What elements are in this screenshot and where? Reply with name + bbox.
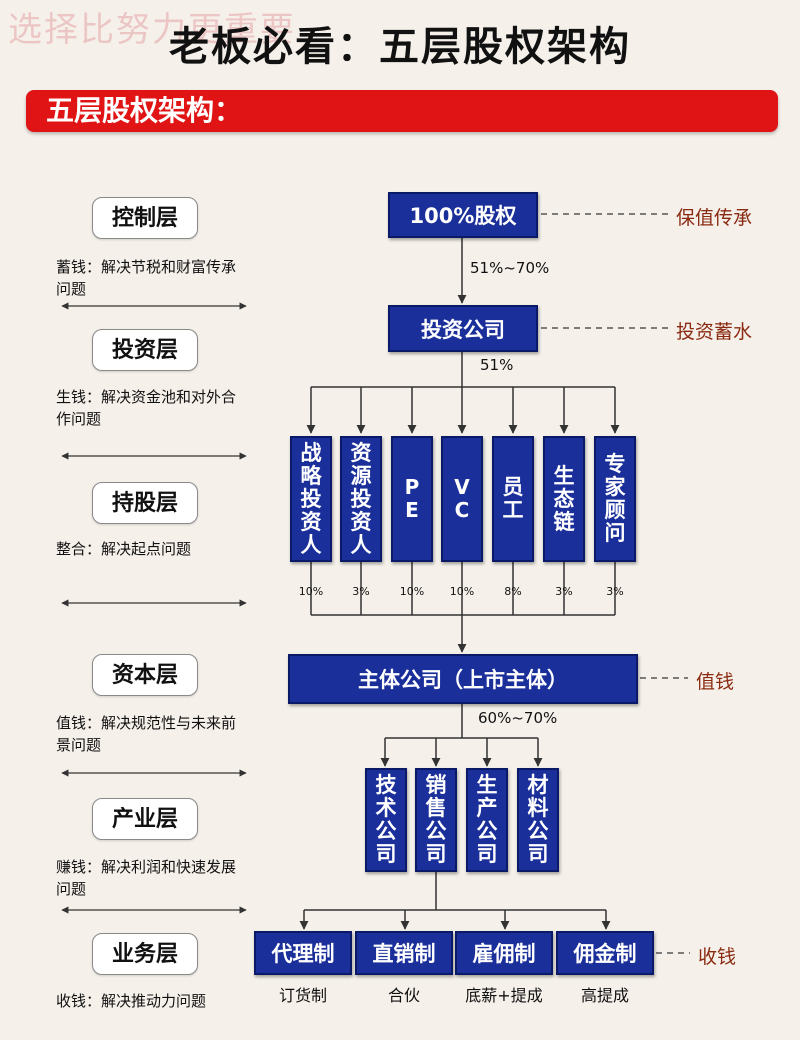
layer-tag-capital: 资本层 [92,654,198,696]
sub-tech-company: 技术公司 [365,768,407,872]
side-label-collect: 收钱 [698,946,737,968]
layer-tag-invest: 投资层 [92,329,198,371]
biz-agency-box: 代理制 [254,931,352,975]
holder-ecosystem: 生态链 [543,436,585,562]
holder-pct-vc: 10% [449,585,475,598]
holder-pe: PE [391,436,433,562]
layer-desc-control: 蓄钱：解决节税和财富传承问题 [56,258,237,298]
holder-strategic-investor: 战略投资人 [290,436,332,562]
sub-materials-company: 材料公司 [517,768,559,872]
layer-tag-holding: 持股层 [92,482,198,524]
holder-pct-strategic: 10% [298,585,324,598]
biz-sub-employment: 底薪+提成 [465,986,543,1005]
biz-direct-sales-box: 直销制 [355,931,453,975]
biz-employment-box: 雇佣制 [455,931,553,975]
side-label-invest: 投资蓄水 [676,321,753,343]
equity-100-box: 100%股权 [388,192,538,238]
page-title: 老板必看：五层股权架构 [169,24,631,70]
holder-pct-pe: 10% [399,585,425,598]
layer-desc-holding: 整合：解决起点问题 [56,540,192,558]
sub-production-company: 生产公司 [466,768,508,872]
holder-pct-ecosystem: 3% [555,585,573,598]
invest-percentage: 51% [480,356,514,374]
main-percentage: 60%~70% [478,709,558,727]
holder-pct-expert: 3% [606,585,624,598]
layer-desc-industry: 赚钱：解决利润和快速发展问题 [56,858,237,898]
section-banner: 五层股权架构： [26,90,778,132]
layer-desc-capital: 值钱：解决规范性与未来前景问题 [56,714,237,754]
layer-tag-industry: 产业层 [92,798,198,840]
watermark: 选择比努力更重要 [8,10,296,50]
side-label-value: 值钱 [696,671,735,693]
holder-pct-employees: 8% [504,585,522,598]
top-percentage: 51%~70% [470,259,550,277]
biz-sub-agency: 订货制 [278,986,327,1005]
layer-desc-business: 收钱：解决推动力问题 [56,992,207,1010]
biz-sub-direct: 合伙 [387,986,420,1005]
layer-tag-control: 控制层 [92,197,198,239]
biz-sub-commission: 高提成 [580,986,629,1005]
layer-desc-invest: 生钱：解决资金池和对外合作问题 [56,388,237,428]
side-label-preserve: 保值传承 [676,207,753,229]
investment-company-box: 投资公司 [388,305,538,352]
holder-vc: VC [441,436,483,562]
sub-sales-company: 销售公司 [415,768,457,872]
layer-tag-business: 业务层 [92,933,198,975]
main-company-box: 主体公司（上市主体） [288,654,638,704]
holder-expert-advisor: 专家顾问 [594,436,636,562]
biz-commission-box: 佣金制 [556,931,654,975]
holder-resource-investor: 资源投资人 [340,436,382,562]
holder-pct-resource: 3% [352,585,370,598]
holder-employees: 员工 [492,436,534,562]
